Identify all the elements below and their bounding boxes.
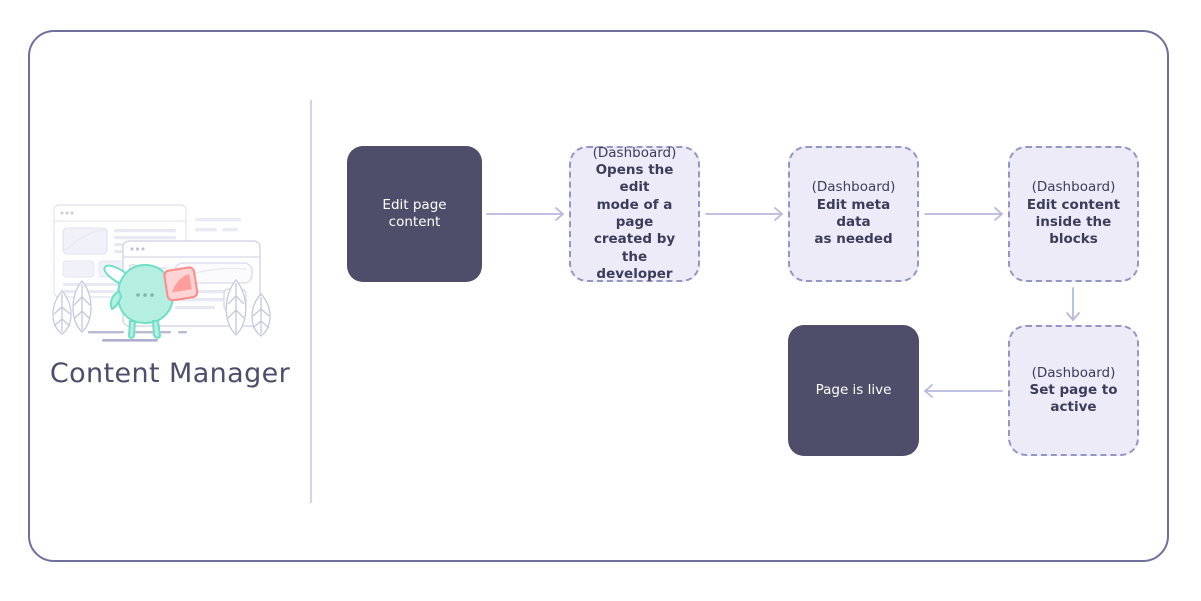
ground-lines-graphic	[88, 331, 187, 342]
flow-node-lead: (Dashboard)	[1031, 364, 1116, 381]
leaf-right-graphic	[225, 279, 271, 337]
page-title: Content Manager	[49, 358, 291, 389]
arrow-edit-meta-data-to-edit-content-blocks	[924, 207, 1003, 221]
arrow-edit-content-blocks-to-set-page-active	[1066, 287, 1080, 321]
content-manager-mascot-illustration	[52, 204, 271, 342]
red-card-graphic	[163, 266, 199, 302]
arrow-edit-page-content-to-open-edit-mode	[486, 207, 564, 221]
flow-node-lead: (Dashboard)	[811, 179, 896, 196]
arrow-open-edit-mode-to-edit-meta-data	[705, 207, 783, 221]
arrow-set-page-active-to-page-is-live	[924, 384, 1003, 398]
flow-node-lead: (Dashboard)	[592, 144, 677, 161]
background-text-lines-graphic	[195, 218, 241, 232]
flow-node-lead: (Dashboard)	[1031, 179, 1116, 196]
left-panel: Content Manager	[40, 195, 300, 410]
leaf-left-graphic	[52, 280, 92, 335]
flow-node-label: Page is live	[815, 381, 892, 398]
panel-divider	[310, 100, 312, 503]
mascot-creature-graphic	[103, 263, 191, 339]
flow-node-page-is-live[interactable]: Page is live	[788, 325, 919, 456]
